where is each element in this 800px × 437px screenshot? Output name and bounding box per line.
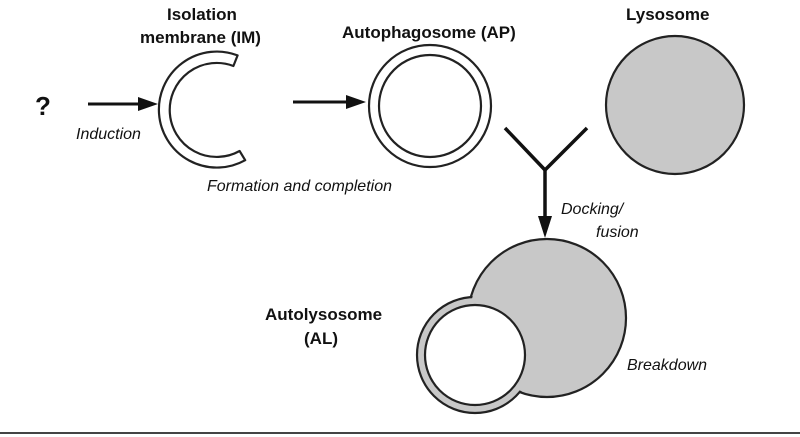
docking-label-line1: Docking/: [561, 201, 625, 218]
isolation-membrane-label-line1: Isolation: [167, 5, 237, 24]
autolysosome-shape: [415, 237, 628, 415]
lysosome-label: Lysosome: [626, 5, 709, 24]
breakdown-label: Breakdown: [627, 357, 707, 374]
formation-arrow: [293, 95, 366, 109]
formation-label: Formation and completion: [207, 178, 392, 195]
induction-arrow: [88, 97, 158, 111]
isolation-membrane-label-line2: membrane (IM): [140, 28, 261, 47]
isolation-membrane-shape: [157, 50, 247, 169]
autophagosome-shape: [367, 43, 493, 169]
autolysosome-label-line1: Autolysosome: [265, 305, 382, 324]
lysosome-shape: [604, 34, 746, 176]
autolysosome-label-line2: (AL): [304, 329, 338, 348]
docking-label-line2: fusion: [596, 224, 639, 241]
induction-label: Induction: [76, 126, 141, 143]
fusion-arrow: [503, 126, 589, 238]
unknown-trigger-label: ?: [35, 91, 51, 121]
autophagosome-label: Autophagosome (AP): [342, 23, 516, 42]
